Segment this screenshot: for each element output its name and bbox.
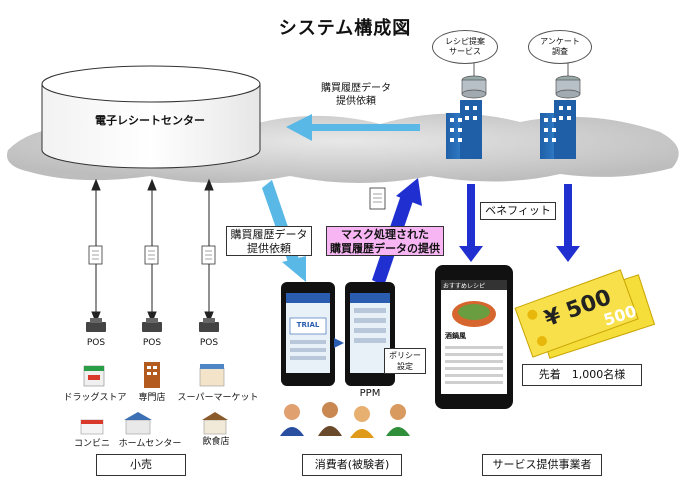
document-icon xyxy=(88,245,103,265)
document-icon xyxy=(369,187,386,210)
store-label-restaurant: 飲食店 xyxy=(202,437,230,447)
building-recipe xyxy=(446,100,482,159)
specialty-store-icon xyxy=(144,362,160,388)
server-icon xyxy=(461,75,487,99)
phone-trial xyxy=(281,282,335,386)
group-label-retail: 小売 xyxy=(96,454,186,476)
receipt-center-label: 電子レシートセンター xyxy=(95,114,205,127)
pos-terminal-icon xyxy=(142,318,162,332)
home-center-icon xyxy=(124,412,152,435)
request-label-top: 購買履歴データ 提供依頼 xyxy=(321,83,391,107)
person-icon xyxy=(386,404,410,436)
person-icon xyxy=(350,406,374,438)
receipt-center-cylinder xyxy=(41,65,261,169)
benefit-arrow-2 xyxy=(556,184,580,262)
pos-label: POS xyxy=(199,338,219,348)
restaurant-icon xyxy=(202,412,228,435)
phone-ppm xyxy=(345,282,395,386)
store-label-home-center: ホームセンター xyxy=(118,439,182,449)
store-label-supermarket: スーパーマーケット xyxy=(177,393,259,403)
benefit-arrow-1 xyxy=(459,184,483,262)
phone-flow-arrow xyxy=(334,338,344,348)
pos-label: POS xyxy=(142,338,162,348)
pos-label: POS xyxy=(86,338,106,348)
pos-link-3 xyxy=(204,178,214,324)
provider-survey-label: アンケート 調査 xyxy=(528,30,592,64)
voucher-front xyxy=(514,269,639,358)
page-title: システム構成図 xyxy=(278,18,412,39)
request-arrow-top xyxy=(286,114,420,141)
masked-data-label: マスク処理された 購買履歴データの提供 xyxy=(326,226,444,256)
convenience-store-icon xyxy=(80,419,104,435)
provider-recipe-label: レシピ提案 サービス xyxy=(432,30,498,64)
phone-brand: TRIAL xyxy=(296,321,320,329)
server-icon xyxy=(555,75,581,99)
document-icon xyxy=(201,245,216,265)
recipe-header: おすすめレシピ xyxy=(443,283,486,290)
benefit-label: ベネフィット xyxy=(480,202,556,220)
person-icon xyxy=(318,402,342,436)
pos-terminal-icon xyxy=(199,318,219,332)
pos-terminal-icon xyxy=(86,318,106,332)
request-label-mid: 購買履歴データ 提供依頼 xyxy=(226,226,312,256)
building-survey xyxy=(540,100,576,159)
phone-recipe xyxy=(435,265,513,409)
group-label-consumer: 消費者(被験者) xyxy=(302,454,402,476)
store-label-convenience: コンビニ xyxy=(73,439,110,449)
group-label-service: サービス提供事業者 xyxy=(482,454,602,476)
store-label-specialty: 専門店 xyxy=(138,393,166,403)
supermarket-icon xyxy=(199,364,225,387)
store-label-drugstore: ドラッグストア xyxy=(63,393,127,403)
drugstore-icon xyxy=(83,365,105,387)
person-icon xyxy=(280,404,304,436)
document-icon xyxy=(144,245,159,265)
recipe-dish: 酒鍋風 xyxy=(445,332,466,340)
policy-label: ポリシー 設定 xyxy=(384,348,426,374)
ppm-label: PPM xyxy=(359,388,381,399)
first-come-label: 先着 1,000名様 xyxy=(522,364,642,386)
